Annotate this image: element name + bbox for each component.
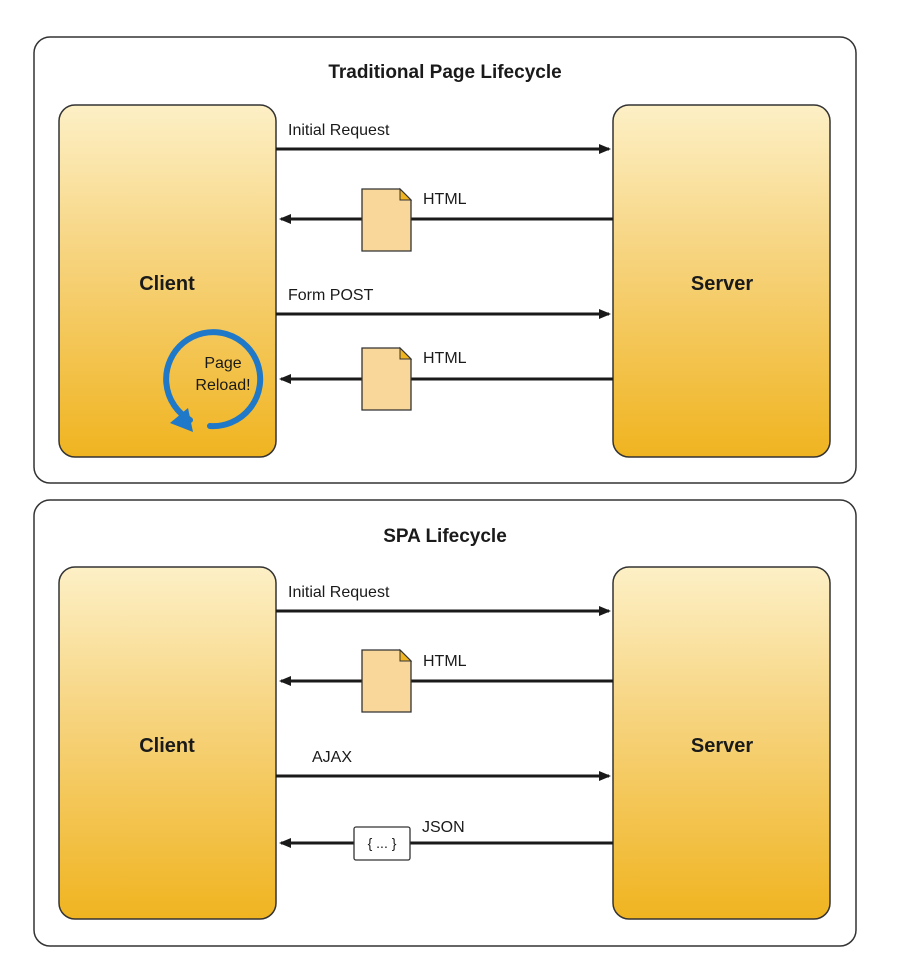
- page-reload-indicator: Page Reload!: [163, 329, 264, 432]
- traditional-server-box: Server: [612, 104, 831, 458]
- traditional-html-label-2: HTML: [423, 350, 467, 367]
- traditional-html-label-1: HTML: [423, 191, 467, 208]
- spa-json-response-arrow: { ... } JSON: [279, 819, 613, 861]
- spa-initial-request-arrow: Initial Request: [276, 584, 611, 616]
- document-icon: [361, 648, 413, 713]
- traditional-client-box: Client: [58, 104, 277, 458]
- traditional-panel: Traditional Page Lifecycle Client Server…: [33, 36, 857, 484]
- spa-server-box: Server: [612, 566, 831, 920]
- reload-arrow-icon: [163, 329, 264, 430]
- spa-client-label: Client: [139, 735, 195, 757]
- reload-label-line1: Page: [204, 355, 241, 372]
- traditional-form-post-arrow: Form POST: [276, 287, 611, 319]
- traditional-panel-title: Traditional Page Lifecycle: [328, 62, 561, 83]
- json-icon: { ... }: [353, 826, 411, 861]
- traditional-initial-request-arrow: Initial Request: [276, 122, 611, 154]
- spa-json-label: JSON: [422, 819, 465, 836]
- spa-server-label: Server: [691, 735, 753, 757]
- spa-html-label: HTML: [423, 653, 467, 670]
- reload-label-line2: Reload!: [195, 377, 250, 394]
- spa-ajax-arrow: AJAX: [276, 749, 611, 781]
- reload-arrowhead-icon: [170, 408, 193, 432]
- spa-html-response-arrow: HTML: [279, 648, 613, 713]
- traditional-initial-request-label: Initial Request: [288, 122, 390, 139]
- spa-client-box: Client: [58, 566, 277, 920]
- traditional-server-label: Server: [691, 273, 753, 295]
- document-icon: [361, 346, 413, 411]
- document-icon: [361, 187, 413, 252]
- spa-ajax-label: AJAX: [312, 749, 352, 766]
- spa-panel-title: SPA Lifecycle: [383, 526, 507, 547]
- spa-initial-request-label: Initial Request: [288, 584, 390, 601]
- traditional-client-label: Client: [139, 273, 195, 295]
- traditional-form-post-label: Form POST: [288, 287, 374, 304]
- traditional-html-response-arrow-1: HTML: [279, 187, 613, 252]
- json-payload-glyph: { ... }: [368, 835, 397, 851]
- spa-panel: SPA Lifecycle Client Server Initial Requ…: [33, 499, 857, 947]
- traditional-html-response-arrow-2: HTML: [279, 346, 613, 411]
